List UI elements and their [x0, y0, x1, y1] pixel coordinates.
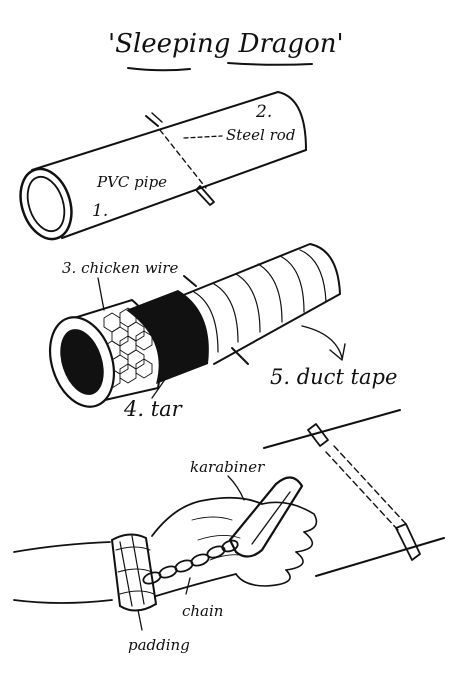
cross-section-drawing — [263, 409, 445, 577]
chicken-wire-leader — [97, 277, 105, 311]
pipe-far-end — [277, 91, 307, 151]
section-rod-top — [307, 423, 329, 447]
wrapped-rod-top — [183, 275, 197, 287]
tar-band — [126, 290, 209, 384]
steel-rod-number: 2. — [255, 102, 272, 122]
wrapped-pipe-drawing — [49, 243, 346, 408]
chain-label: chain — [182, 602, 223, 620]
tape-wrap-6 — [193, 291, 219, 353]
title-underline-right — [227, 62, 313, 66]
padding-leader — [137, 609, 143, 631]
forearm-bottom-edge — [155, 573, 237, 597]
tar-label: 4. tar — [123, 397, 184, 421]
chicken-wire-body — [73, 299, 162, 403]
wrapped-pipe-opening-inner — [60, 329, 104, 395]
forearm-top-edge — [151, 496, 263, 537]
tape-wrap-5 — [213, 283, 239, 343]
hand-finger-2 — [285, 551, 304, 571]
rod-top-stub — [145, 115, 159, 127]
padding-stitch-1 — [119, 541, 133, 607]
karabiner-body — [228, 476, 304, 558]
pipe-top-edge — [31, 91, 279, 171]
tape-wrap-2 — [279, 255, 305, 313]
steel-rod-label: Steel rod — [226, 126, 295, 144]
chain-links — [142, 539, 239, 585]
steel-rod-leader — [183, 135, 223, 139]
duct-tape-body — [175, 243, 341, 365]
duct-tape-leader — [301, 325, 343, 359]
pvc-pipe-drawing — [19, 91, 307, 241]
rod-bottom-stub — [195, 185, 215, 206]
duct-tape-label: 5. duct tape — [270, 365, 397, 389]
section-rod-bottom — [395, 523, 421, 561]
padding-weave-3 — [119, 590, 155, 595]
karabiner-label: karabiner — [190, 458, 265, 476]
padding-weave-1 — [115, 546, 151, 551]
chicken-wire-label: 3. chicken wire — [62, 259, 179, 277]
tape-wrap-1 — [299, 249, 327, 303]
duct-tape-arrowhead — [329, 343, 346, 361]
rod-hidden-dashed — [159, 129, 207, 189]
wrapped-rod-bottom — [231, 347, 249, 365]
padding-label: padding — [128, 636, 190, 654]
chain-leader — [185, 577, 191, 595]
pvc-pipe-label: PVC pipe — [96, 173, 167, 191]
section-rod-dashed — [325, 451, 399, 531]
tape-wrap-4 — [235, 273, 261, 333]
arm-bottom-edge — [13, 599, 113, 604]
tape-wrap-3 — [257, 263, 283, 323]
padding-weave-2 — [117, 568, 153, 573]
tar-leader — [151, 377, 167, 399]
section-rod-dashed-edge — [333, 445, 407, 525]
section-bottom-line — [315, 537, 445, 577]
arm-drawing — [13, 475, 318, 631]
arm-top-edge — [13, 541, 111, 553]
title-underline-left — [127, 67, 191, 72]
title-group: 'Sleeping Dragon' — [108, 29, 344, 72]
pipe-bottom-edge — [61, 149, 307, 239]
page-title: 'Sleeping Dragon' — [108, 29, 344, 59]
rod-top-stub-edge — [151, 112, 163, 123]
hand-finger-1 — [295, 531, 314, 553]
pvc-pipe-number: 1. — [92, 201, 108, 221]
pipe-opening-inner — [26, 175, 66, 233]
section-top-line — [263, 409, 401, 449]
karabiner-gate — [251, 491, 291, 545]
hand-thumb — [261, 501, 318, 533]
hand-finger-3 — [235, 569, 291, 587]
karabiner-leader — [227, 475, 245, 501]
